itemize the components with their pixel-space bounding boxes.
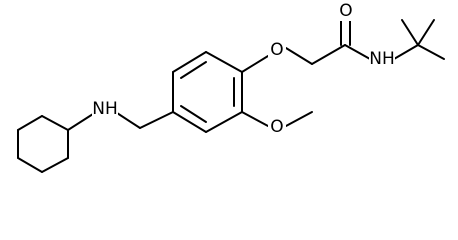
- svg-text:O: O: [270, 40, 283, 60]
- svg-text:O: O: [270, 117, 283, 137]
- svg-text:NH: NH: [369, 49, 395, 69]
- svg-text:O: O: [339, 1, 352, 21]
- molecule-structure-diagram: NH O O O NH: [17, 1, 445, 173]
- svg-text:NH: NH: [92, 99, 118, 119]
- atom-label-o-ether: O: [268, 40, 286, 60]
- atom-label-o-methoxy: O: [268, 117, 286, 137]
- tert-butyl-bonds: [393, 19, 445, 60]
- benzene-ring: [172, 51, 243, 133]
- methoxy-bonds: [241, 111, 313, 127]
- atom-label-nh-amide: NH: [369, 49, 395, 70]
- ether-acetamide-bonds: [241, 19, 371, 73]
- atom-label-o-carbonyl: O: [337, 1, 355, 21]
- amine-linker-bonds: [67, 111, 174, 131]
- cyclohexane-ring: [17, 115, 69, 173]
- atom-label-nh-amine: NH: [92, 99, 118, 120]
